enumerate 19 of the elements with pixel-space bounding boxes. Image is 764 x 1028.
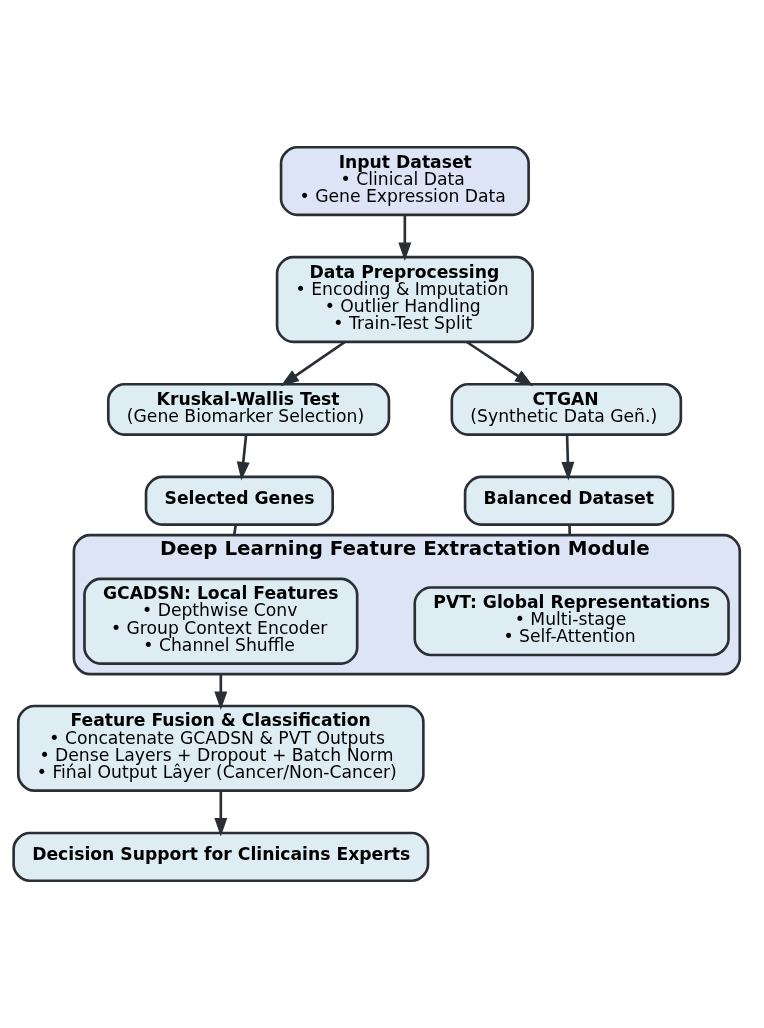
- arrow: [280, 340, 346, 387]
- arrow: [214, 674, 228, 710]
- node-box: Input Dataset • Clinical Data • Gene Expression Data: [279, 145, 530, 217]
- arrow: [214, 790, 228, 837]
- node-box: PVT: Global Representations • Multi-stage • Self-Attention: [413, 586, 730, 657]
- node-box: Kruskal-Wallis Test (Gene Biomarker Selection): [106, 382, 391, 436]
- connector: [232, 524, 238, 536]
- node-box: Selected Genes: [144, 475, 334, 526]
- arrow: [236, 434, 250, 481]
- node-box: CTGAN (Synthetic Data Geñ.): [450, 382, 683, 436]
- connector: [568, 524, 572, 536]
- node-box: Balanced Dataset: [463, 475, 675, 526]
- node-box: Feature Fusion & Classification • Concatenate GCADSN & PVT Outputs • Dense Layers + Dropout + Batch Norm • Fińal Output Lâyer (Cancer/Non-Cancer): [16, 704, 425, 792]
- arrow: [561, 434, 575, 481]
- node-box: GCADSN: Local Features • Depthwise Conv • Group Context Encoder • Channel Shuffle: [83, 577, 359, 665]
- arrow: [398, 215, 412, 261]
- node-box: Decision Support for Clinicains Experts: [12, 831, 430, 883]
- node-box: Data Preprocessing • Encoding & Imputation • Outlier Handling • Train-Test Split: [275, 255, 534, 344]
- arrow: [466, 340, 534, 387]
